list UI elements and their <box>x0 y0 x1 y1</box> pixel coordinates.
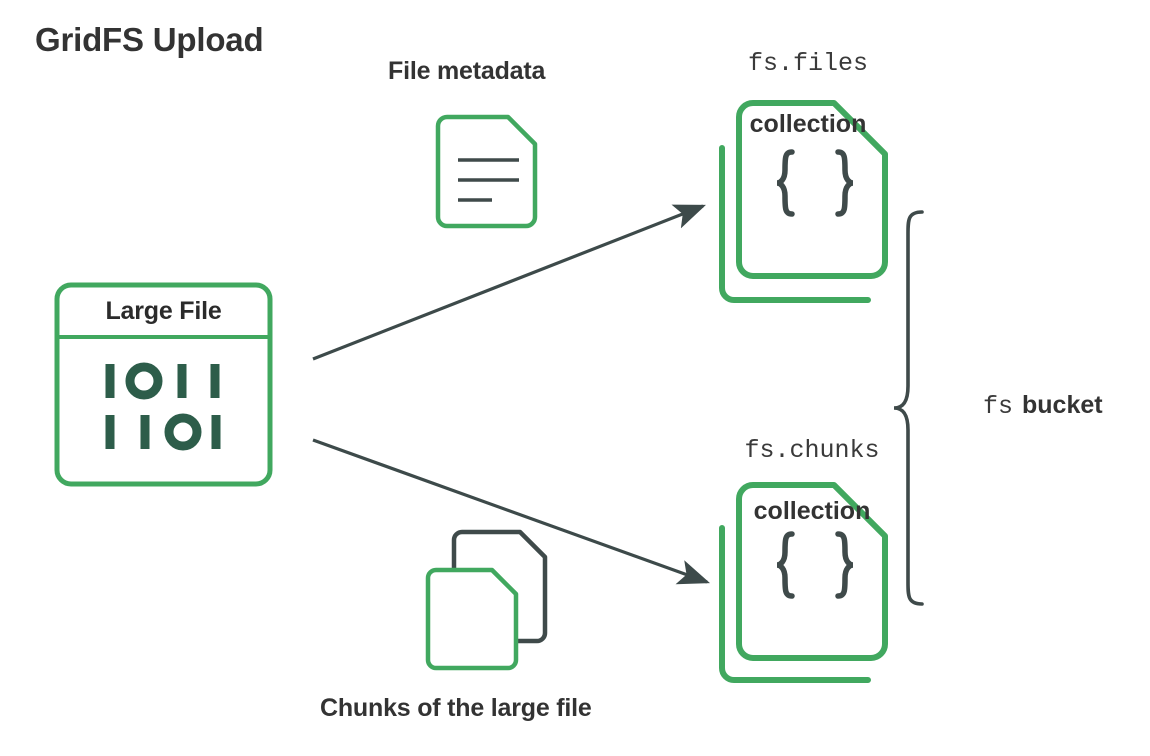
document-icon <box>435 114 538 229</box>
fs-files-name: fs.files <box>747 48 869 78</box>
large-file-title: Large File <box>105 297 222 325</box>
chunk-front-document <box>425 567 519 671</box>
page-title: GridFS Upload <box>35 21 264 58</box>
arrow-large-file-to-fs-files <box>312 204 706 361</box>
stacked-documents-icon <box>425 529 548 671</box>
binary-digits-row-2 <box>105 413 221 451</box>
fs-chunks-suffix: collection <box>753 497 871 526</box>
fs-bucket-name: fs <box>983 392 1014 421</box>
fs-files-collection-icon <box>719 100 888 303</box>
fs-chunks-brace-open <box>776 531 795 599</box>
fs-bucket-label: fs bucket <box>983 392 1103 420</box>
fs-chunks-back-sheet <box>719 525 871 683</box>
fs-chunks-collection-icon <box>719 482 888 683</box>
arrow-large-file-to-fs-chunks <box>312 438 711 585</box>
fs-chunks-label: fs.chunks collection <box>672 404 952 558</box>
fs-files-suffix: collection <box>749 110 867 139</box>
fs-chunks-name: fs.chunks <box>744 435 880 465</box>
fs-files-brace-close <box>835 149 854 217</box>
fs-files-label: fs.files collection <box>668 17 948 171</box>
large-file-node <box>54 282 273 487</box>
fs-bucket-suffix: bucket <box>1022 391 1103 419</box>
fs-chunks-front-sheet <box>736 482 888 661</box>
curly-brace-bracket <box>893 210 924 606</box>
fs-files-front-sheet <box>736 100 888 279</box>
fs-files-brace-open <box>776 149 795 217</box>
file-metadata-label: File metadata <box>388 57 546 85</box>
fs-files-back-sheet <box>719 145 871 303</box>
binary-digits-row-1 <box>105 362 220 400</box>
fs-chunks-brace-close <box>835 531 854 599</box>
chunks-label: Chunks of the large file <box>320 694 592 722</box>
